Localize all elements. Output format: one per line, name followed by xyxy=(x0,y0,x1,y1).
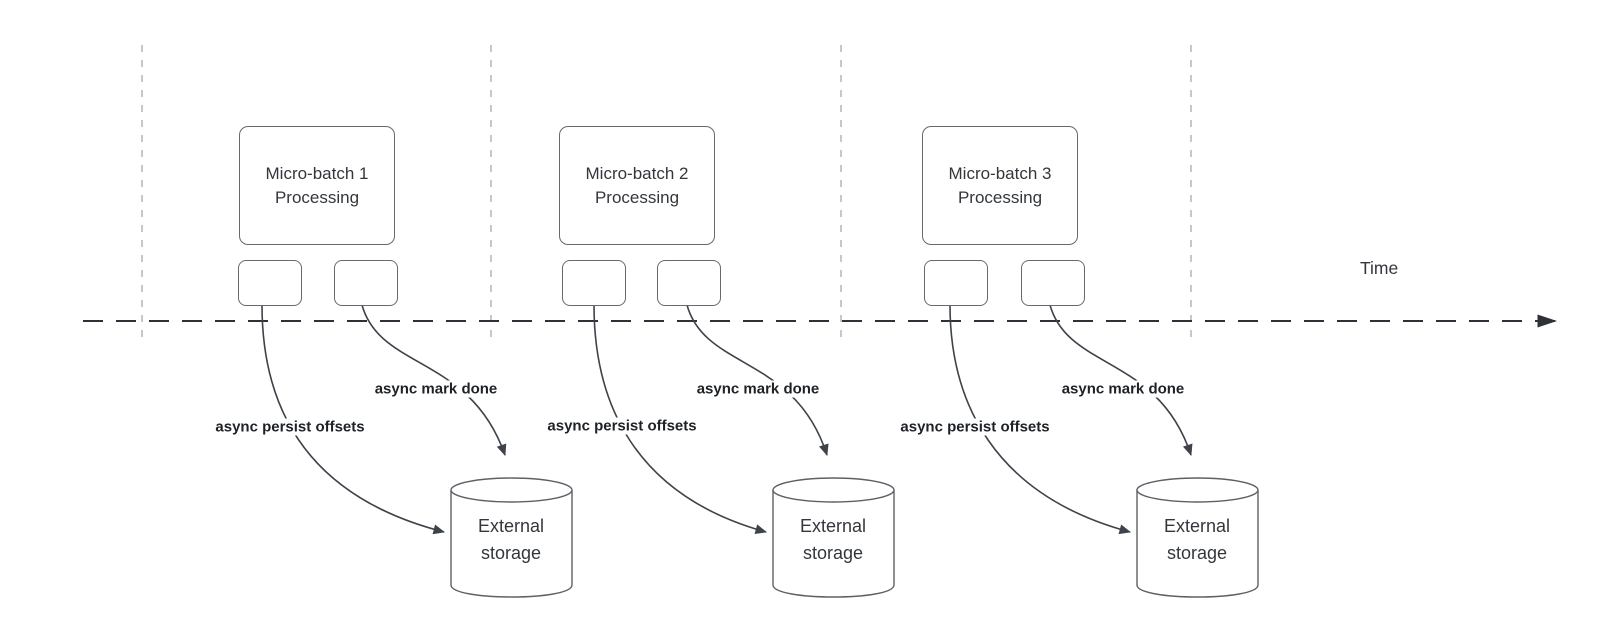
batch3-storage-label: External storage xyxy=(1163,516,1231,563)
batch3-mark-done-arrow xyxy=(1049,304,1193,456)
batch3-storage-cylinder xyxy=(1136,477,1259,598)
batch1-processing-label: Micro-batch 1 Processing xyxy=(265,163,369,207)
batch3-processing-box: Micro-batch 3 Processing xyxy=(922,126,1078,245)
batch2-processing-label: Micro-batch 2 Processing xyxy=(585,163,689,207)
batch2-mark-done-arrow xyxy=(686,304,829,456)
batch1-storage-label: External storage xyxy=(477,516,545,563)
batch3-persist-offsets-arrow xyxy=(949,304,1131,535)
batch2-persist-offsets-arrow xyxy=(593,304,767,535)
batch2-small-box-right xyxy=(657,260,721,306)
batch2-mark-done-label: async mark done xyxy=(693,380,823,398)
batch1-mark-done-arrow xyxy=(361,304,507,456)
batch2-storage-cylinder xyxy=(772,477,895,598)
batch1-persist-offsets-arrow xyxy=(261,304,445,535)
batch3-small-box-left xyxy=(924,260,988,306)
time-axis-label: Time xyxy=(1360,258,1399,278)
batch2-persist-offsets-label: async persist offsets xyxy=(544,417,700,435)
batch3-small-box-right xyxy=(1021,260,1085,306)
batch1-mark-done-label: async mark done xyxy=(371,380,501,398)
batch1-small-box-right xyxy=(334,260,398,306)
batch3-processing-label: Micro-batch 3 Processing xyxy=(948,163,1052,207)
batch1-small-box-left xyxy=(238,260,302,306)
batch3-mark-done-label: async mark done xyxy=(1058,380,1188,398)
batch1-persist-offsets-label: async persist offsets xyxy=(212,418,368,436)
batch1-storage-cylinder xyxy=(450,477,573,598)
batch2-storage-label: External storage xyxy=(799,516,867,563)
batch2-small-box-left xyxy=(562,260,626,306)
batch1-processing-box: Micro-batch 1 Processing xyxy=(239,126,395,245)
batch3-persist-offsets-label: async persist offsets xyxy=(897,418,1053,436)
batch2-processing-box: Micro-batch 2 Processing xyxy=(559,126,715,245)
